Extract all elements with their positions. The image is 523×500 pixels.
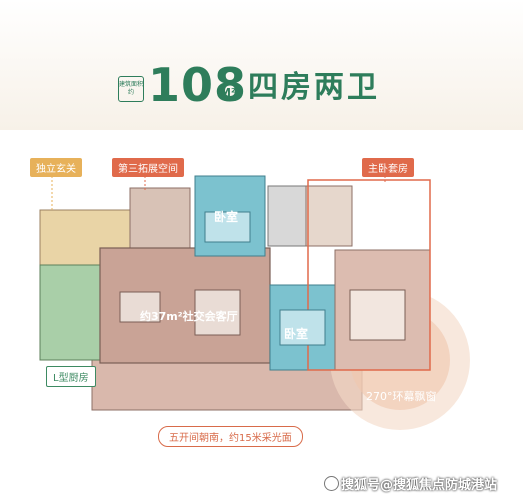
bed-1	[204, 211, 251, 243]
callout-master-suite: 主卧套房	[362, 158, 414, 177]
header-banner	[0, 0, 523, 130]
watermark: 搜狐号@搜狐焦点防城港站	[324, 474, 497, 493]
sofa	[194, 289, 241, 336]
master-suite-outline	[307, 179, 431, 371]
watermark-text: 搜狐号@搜狐焦点防城港站	[341, 478, 498, 493]
callout-window: 270°环幕飘窗	[366, 390, 437, 403]
callout-l-kitchen: L型厨房	[46, 366, 96, 387]
callout-third-space: 第三拓展空间	[112, 158, 184, 177]
label-bedroom-2: 卧室	[284, 327, 309, 341]
sohu-logo-icon	[324, 476, 339, 491]
label-bedroom-1: 卧室	[214, 210, 239, 224]
bed-2	[279, 309, 326, 346]
bathroom-1	[267, 185, 307, 247]
bathroom-2	[305, 185, 353, 247]
callout-bottom: 五开间朝南，约15米采光面	[158, 426, 303, 447]
area-value: 108	[148, 58, 248, 112]
label-living: 约37m²社交会客厅	[140, 310, 238, 323]
third-space	[129, 187, 191, 249]
callout-entry: 独立玄关	[30, 158, 82, 177]
area-tag: 建筑面积约	[118, 76, 144, 102]
layout-name: 四房两卫	[248, 70, 380, 105]
kitchen	[39, 264, 101, 361]
master-bed	[349, 289, 406, 341]
dining-table	[119, 291, 161, 323]
area-unit: M²	[220, 86, 236, 99]
